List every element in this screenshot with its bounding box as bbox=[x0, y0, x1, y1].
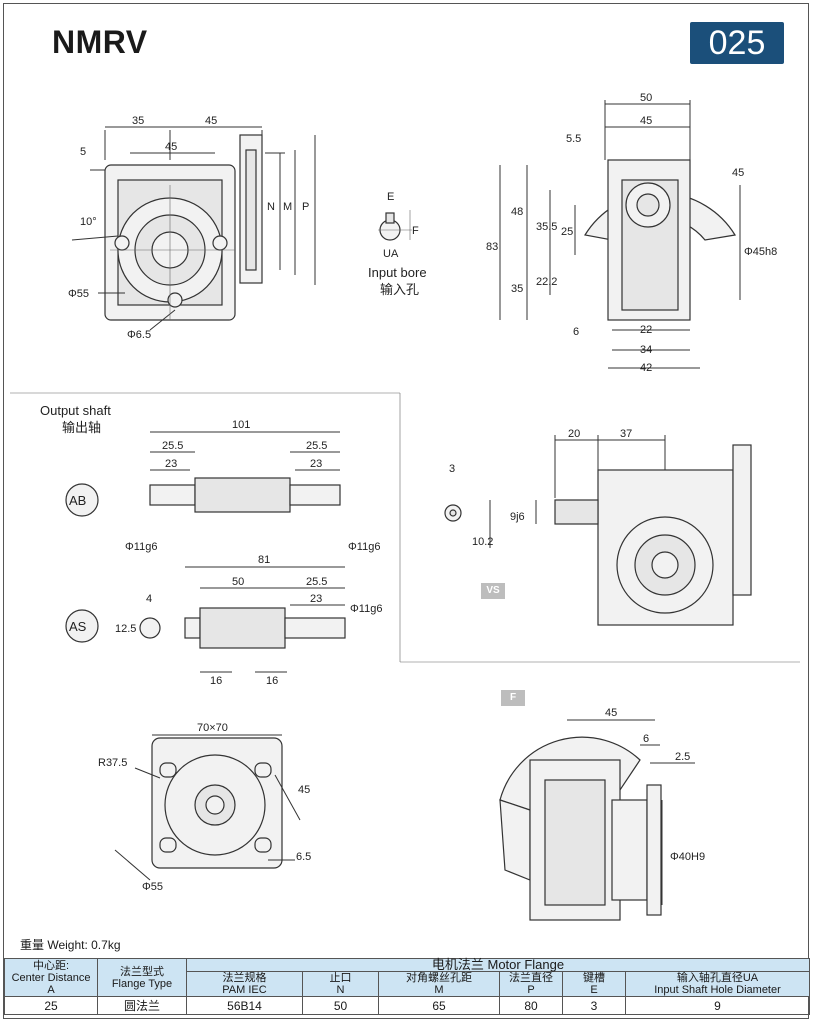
vs-dim-20: 20 bbox=[568, 428, 580, 440]
bore-letter-ua: UA bbox=[383, 248, 399, 260]
input-bore-label-en: Input bore bbox=[368, 265, 427, 280]
front-flange-m: M bbox=[283, 201, 292, 213]
flange-dim-dia-55: Φ55 bbox=[142, 881, 163, 893]
front-dia-55: Φ55 bbox=[68, 288, 89, 300]
drawing-frame bbox=[3, 3, 809, 1019]
ab-dim-101: 101 bbox=[232, 419, 250, 431]
ab-dim-23-left: 23 bbox=[165, 458, 177, 470]
front-dim-5: 5 bbox=[80, 146, 86, 158]
output-shaft-label-en: Output shaft bbox=[40, 403, 111, 418]
spec-value-center-distance: 25 bbox=[4, 996, 98, 1015]
vs-dim-3: 3 bbox=[449, 463, 455, 475]
flange-front-view: 70×70 R37.5 45 6.5 Φ55 bbox=[98, 722, 311, 893]
side-dim-22: 22 bbox=[640, 324, 652, 336]
f-dim-45: 45 bbox=[605, 707, 617, 719]
side-dim-dia-45h8: Φ45h8 bbox=[744, 246, 777, 258]
ab-dim-23-right: 23 bbox=[310, 458, 322, 470]
front-angle-10: 10° bbox=[80, 216, 97, 228]
spec-value-m: 65 bbox=[378, 996, 500, 1015]
vs-tag: VS bbox=[481, 583, 505, 599]
flange-dim-r37-5: R37.5 bbox=[98, 757, 127, 769]
side-dim-35: 35 bbox=[511, 283, 523, 295]
as-dim-16-right: 16 bbox=[266, 675, 278, 687]
f-dim-6: 6 bbox=[643, 733, 649, 745]
spec-value-n: 50 bbox=[302, 996, 379, 1015]
spec-header-center-distance: 中心距: Center Distance A bbox=[4, 958, 98, 997]
output-shaft-label-cn: 输出轴 bbox=[62, 420, 101, 435]
as-dim-25-5: 25.5 bbox=[306, 576, 327, 588]
ab-tag: AB bbox=[69, 493, 86, 508]
size-badge: 025 bbox=[690, 22, 784, 64]
technical-drawing: 35 45 45 5 10° N M P Φ55 Φ6.5 E F UA Inp… bbox=[10, 92, 800, 921]
vs-dim-9j6: 9j6 bbox=[510, 511, 525, 523]
side-dim-34: 34 bbox=[640, 344, 652, 356]
side-dim-50: 50 bbox=[640, 92, 652, 104]
flange-dim-6-5: 6.5 bbox=[296, 851, 311, 863]
ab-dim-dia-right: Φ11g6 bbox=[348, 541, 380, 553]
f-view: 45 6 2.5 Φ40H9 bbox=[499, 707, 705, 921]
spec-value-row: 25 圆法兰 56B14 50 65 80 3 9 bbox=[4, 996, 810, 1015]
as-dim-81: 81 bbox=[258, 554, 270, 566]
side-dim-25: 25 bbox=[561, 226, 573, 238]
front-flange-p: P bbox=[302, 201, 309, 213]
output-shaft-section: Output shaft 输出轴 AB 101 25.5 23 25.5 23 … bbox=[40, 403, 382, 687]
side-dim-42: 42 bbox=[640, 362, 652, 374]
side-dim-6: 6 bbox=[573, 326, 579, 338]
side-dim-22-2: 22.2 bbox=[536, 276, 557, 288]
flange-dim-70x70: 70×70 bbox=[197, 722, 228, 734]
bore-letter-f: F bbox=[412, 225, 419, 237]
ab-dim-25-5-left: 25.5 bbox=[162, 440, 183, 452]
spec-value-p: 80 bbox=[499, 996, 563, 1015]
as-dim-23: 23 bbox=[310, 593, 322, 605]
vs-dim-37: 37 bbox=[620, 428, 632, 440]
bore-letter-e: E bbox=[387, 191, 394, 203]
side-dim-83: 83 bbox=[486, 241, 498, 253]
as-dim-dia: Φ11g6 bbox=[350, 603, 382, 615]
side-dim-45-angle: 45 bbox=[732, 167, 744, 179]
f-dim-dia-40h9: Φ40H9 bbox=[670, 851, 705, 863]
input-bore-view: E F UA Input bore 输入孔 bbox=[368, 191, 427, 297]
as-dim-12-5: 12.5 bbox=[115, 623, 136, 635]
side-dim-48: 48 bbox=[511, 206, 523, 218]
as-dim-4: 4 bbox=[146, 593, 152, 605]
front-dim-45b: 45 bbox=[165, 141, 177, 153]
front-flange-n: N bbox=[267, 201, 275, 213]
spec-table: 中心距: Center Distance A 法兰型式 Flange Type … bbox=[4, 958, 810, 1015]
spec-value-pam-iec: 56B14 bbox=[186, 996, 303, 1015]
side-dim-35-5: 35.5 bbox=[536, 221, 557, 233]
model-title: NMRV bbox=[52, 24, 148, 60]
front-dim-45a: 45 bbox=[205, 115, 217, 127]
spec-header-flange-type: 法兰型式 Flange Type bbox=[97, 958, 187, 997]
side-view: 50 45 5.5 45 83 48 35.5 25 35 22.2 6 22 … bbox=[486, 92, 777, 374]
vs-dim-10-2: 10.2 bbox=[472, 536, 493, 548]
spec-header-motor-flange: 电机法兰 Motor Flange bbox=[186, 958, 810, 972]
front-dia-6-5: Φ6.5 bbox=[127, 329, 151, 341]
front-view: 35 45 45 5 10° N M P Φ55 Φ6.5 bbox=[68, 115, 316, 341]
spec-value-ua: 9 bbox=[625, 996, 810, 1015]
spec-value-flange-type: 圆法兰 bbox=[97, 996, 187, 1015]
side-dim-5-5: 5.5 bbox=[566, 133, 581, 145]
weight-label: 重量 Weight: 0.7kg bbox=[20, 938, 121, 952]
ab-dim-25-5-right: 25.5 bbox=[306, 440, 327, 452]
input-bore-label-cn: 输入孔 bbox=[380, 282, 419, 297]
spec-value-e: 3 bbox=[562, 996, 626, 1015]
flange-dim-45: 45 bbox=[298, 784, 310, 796]
side-dim-45: 45 bbox=[640, 115, 652, 127]
ab-dim-dia-left: Φ11g6 bbox=[125, 541, 157, 553]
front-dim-35: 35 bbox=[132, 115, 144, 127]
as-tag: AS bbox=[69, 619, 87, 634]
as-dim-50: 50 bbox=[232, 576, 244, 588]
vs-view: 20 37 3 9j6 10.2 bbox=[444, 428, 752, 626]
f-dim-2-5: 2.5 bbox=[675, 751, 690, 763]
spec-header-row-1: 中心距: Center Distance A 法兰型式 Flange Type … bbox=[4, 958, 810, 997]
f-tag: F bbox=[501, 690, 525, 706]
as-dim-16-left: 16 bbox=[210, 675, 222, 687]
